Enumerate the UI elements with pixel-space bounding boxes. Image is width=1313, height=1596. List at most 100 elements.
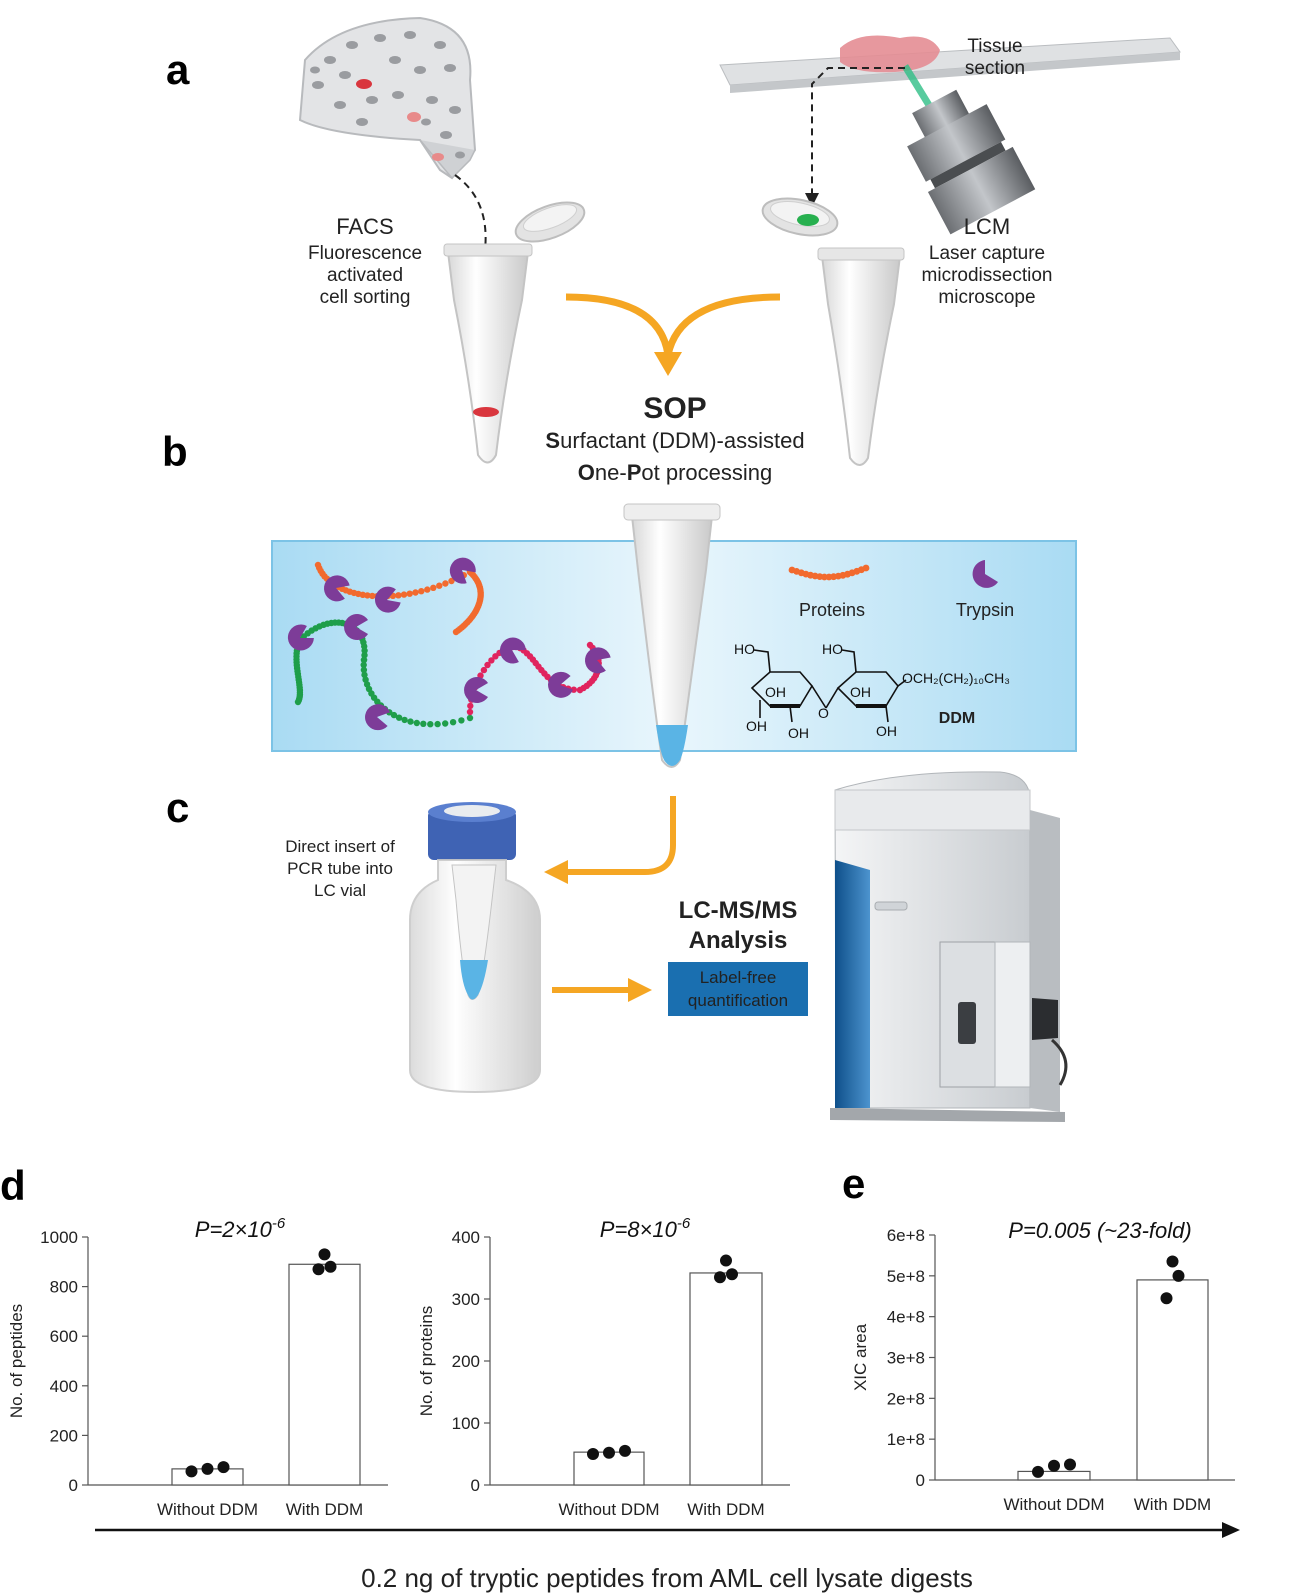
tissue-line-1: Tissue [967, 36, 1022, 57]
facs-line-1: Fluorescence [308, 243, 422, 264]
y-tick-label: 400 [50, 1377, 78, 1396]
lcm-dashed-arrow [805, 67, 905, 207]
chem-oh-a: OH [765, 684, 786, 700]
data-point [1172, 1269, 1185, 1282]
facs-funnel-illustration [298, 16, 477, 180]
down-left-arrow [544, 796, 676, 884]
data-point [217, 1461, 230, 1474]
y-tick-label: 3e+8 [887, 1349, 925, 1368]
insert-line-2: PCR tube into [287, 859, 393, 878]
y-tick-label: 200 [50, 1426, 78, 1445]
chem-tail: OCH₂(CH₂)₁₀CH₃ [902, 670, 1010, 686]
data-point [185, 1465, 198, 1478]
trypsin-icon [323, 575, 350, 602]
trypsin-icon [499, 637, 526, 664]
tissue-slide [719, 35, 1181, 93]
facs-title: FACS [336, 214, 393, 239]
data-point [1048, 1459, 1060, 1472]
chem-oh-e: OH [876, 723, 897, 739]
y-tick-label: 1000 [40, 1228, 78, 1247]
y-tick-label: 400 [452, 1228, 480, 1247]
insert-line-1: Direct insert of [285, 837, 395, 856]
y-axis-label: No. of peptides [7, 1304, 26, 1418]
lcms-line-2: Analysis [689, 927, 788, 954]
y-tick-label: 2e+8 [887, 1389, 925, 1408]
sop-tube [623, 503, 721, 768]
y-tick-label: 800 [50, 1278, 78, 1297]
data-point [720, 1254, 732, 1267]
data-point [714, 1271, 726, 1284]
chem-ho-2: HO [822, 641, 843, 657]
chem-oh-b: OH [850, 684, 871, 700]
bar [288, 1263, 361, 1486]
legend-proteins-label: Proteins [799, 600, 865, 620]
trypsin-icon [374, 586, 401, 613]
data-point [312, 1263, 325, 1276]
data-point [587, 1448, 599, 1460]
y-axis-label: XIC area [851, 1323, 870, 1391]
trypsin-icon [365, 704, 391, 731]
trypsin-icon [449, 557, 476, 584]
y-tick-label: 4e+8 [887, 1308, 925, 1327]
lcms-line-1: LC-MS/MS [679, 897, 798, 924]
data-point [603, 1446, 615, 1459]
trypsin-icon [344, 614, 368, 640]
data-point [619, 1444, 631, 1457]
data-point [1166, 1255, 1179, 1268]
facs-tube-cap [514, 201, 586, 243]
x-category-label: With DDM [687, 1500, 764, 1519]
facs-line-2: activated [327, 265, 403, 286]
data-point [1160, 1292, 1173, 1305]
x-category-label: Without DDM [1003, 1495, 1104, 1514]
panel-label-b: b [162, 428, 188, 475]
data-point [201, 1462, 214, 1475]
lcm-line-2: microdissection [922, 265, 1053, 286]
panel-label-e: e [842, 1160, 865, 1207]
bar [1136, 1279, 1209, 1481]
data-point [1032, 1465, 1044, 1478]
protein-chains [287, 557, 611, 731]
lcm-tube-cap [761, 197, 839, 237]
x-category-label: Without DDM [157, 1500, 258, 1519]
bar [689, 1272, 763, 1486]
lc-vial [409, 802, 541, 1094]
x-category-label: Without DDM [558, 1500, 659, 1519]
insert-line-3: LC vial [314, 881, 366, 900]
trypsin-icon [464, 677, 488, 703]
y-tick-label: 100 [452, 1414, 480, 1433]
mass-spectrometer [830, 771, 1068, 1122]
legend-trypsin-label: Trypsin [956, 600, 1014, 620]
ddm-label: DDM [939, 710, 975, 727]
ddm-structure [750, 649, 907, 723]
panel-label-d: d [0, 1162, 26, 1209]
data-point [726, 1268, 738, 1281]
data-point [1064, 1458, 1076, 1471]
lfq-line-1: Label-free [700, 968, 777, 987]
chem-oh-d: OH [788, 725, 809, 741]
sop-line-2: One-Pot processing [578, 460, 772, 485]
chem-ho-1: HO [734, 641, 755, 657]
panel-label-a: a [166, 46, 190, 93]
legend-protein-chain [788, 564, 870, 581]
lfq-box [668, 962, 808, 1016]
facs-tube [443, 243, 533, 464]
facs-line-3: cell sorting [320, 287, 411, 308]
y-tick-label: 300 [452, 1290, 480, 1309]
y-tick-label: 0 [69, 1476, 78, 1495]
x-category-label: With DDM [1134, 1495, 1211, 1514]
chem-o: O [818, 705, 829, 721]
p-value-label: P=8×10-6 [600, 1215, 691, 1242]
y-tick-label: 600 [50, 1327, 78, 1346]
trypsin-icon [584, 647, 611, 674]
y-tick-label: 5e+8 [887, 1267, 925, 1286]
microscope-objective [907, 89, 1036, 235]
y-tick-label: 1e+8 [887, 1430, 925, 1449]
lcm-tube [817, 247, 905, 466]
data-point [318, 1248, 331, 1261]
p-value-label: P=0.005 (~23-fold) [1008, 1218, 1191, 1243]
chem-oh-c: OH [746, 718, 767, 734]
